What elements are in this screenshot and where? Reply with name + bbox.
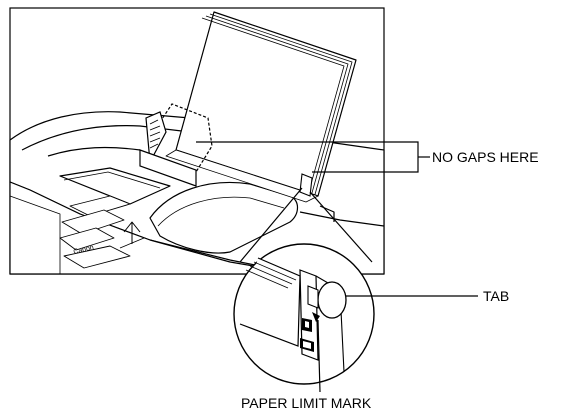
tab-knob	[317, 281, 347, 319]
callout-lines	[196, 141, 478, 393]
paper-limit-mark-label: PAPER LIMIT MARK	[241, 395, 372, 411]
paper-guide	[139, 103, 213, 187]
paper-limit-leader	[317, 319, 321, 393]
tab-label: TAB	[483, 288, 510, 304]
printer-brand-text: Canon	[73, 244, 95, 256]
paper-edge-tab	[299, 173, 313, 197]
paper-limit-mark-symbol	[312, 312, 320, 322]
magnifier-cone	[239, 187, 373, 263]
paper-stack	[165, 11, 357, 203]
no-gaps-label: NO GAPS HERE	[432, 149, 539, 165]
magnified-detail-circle	[233, 243, 375, 385]
